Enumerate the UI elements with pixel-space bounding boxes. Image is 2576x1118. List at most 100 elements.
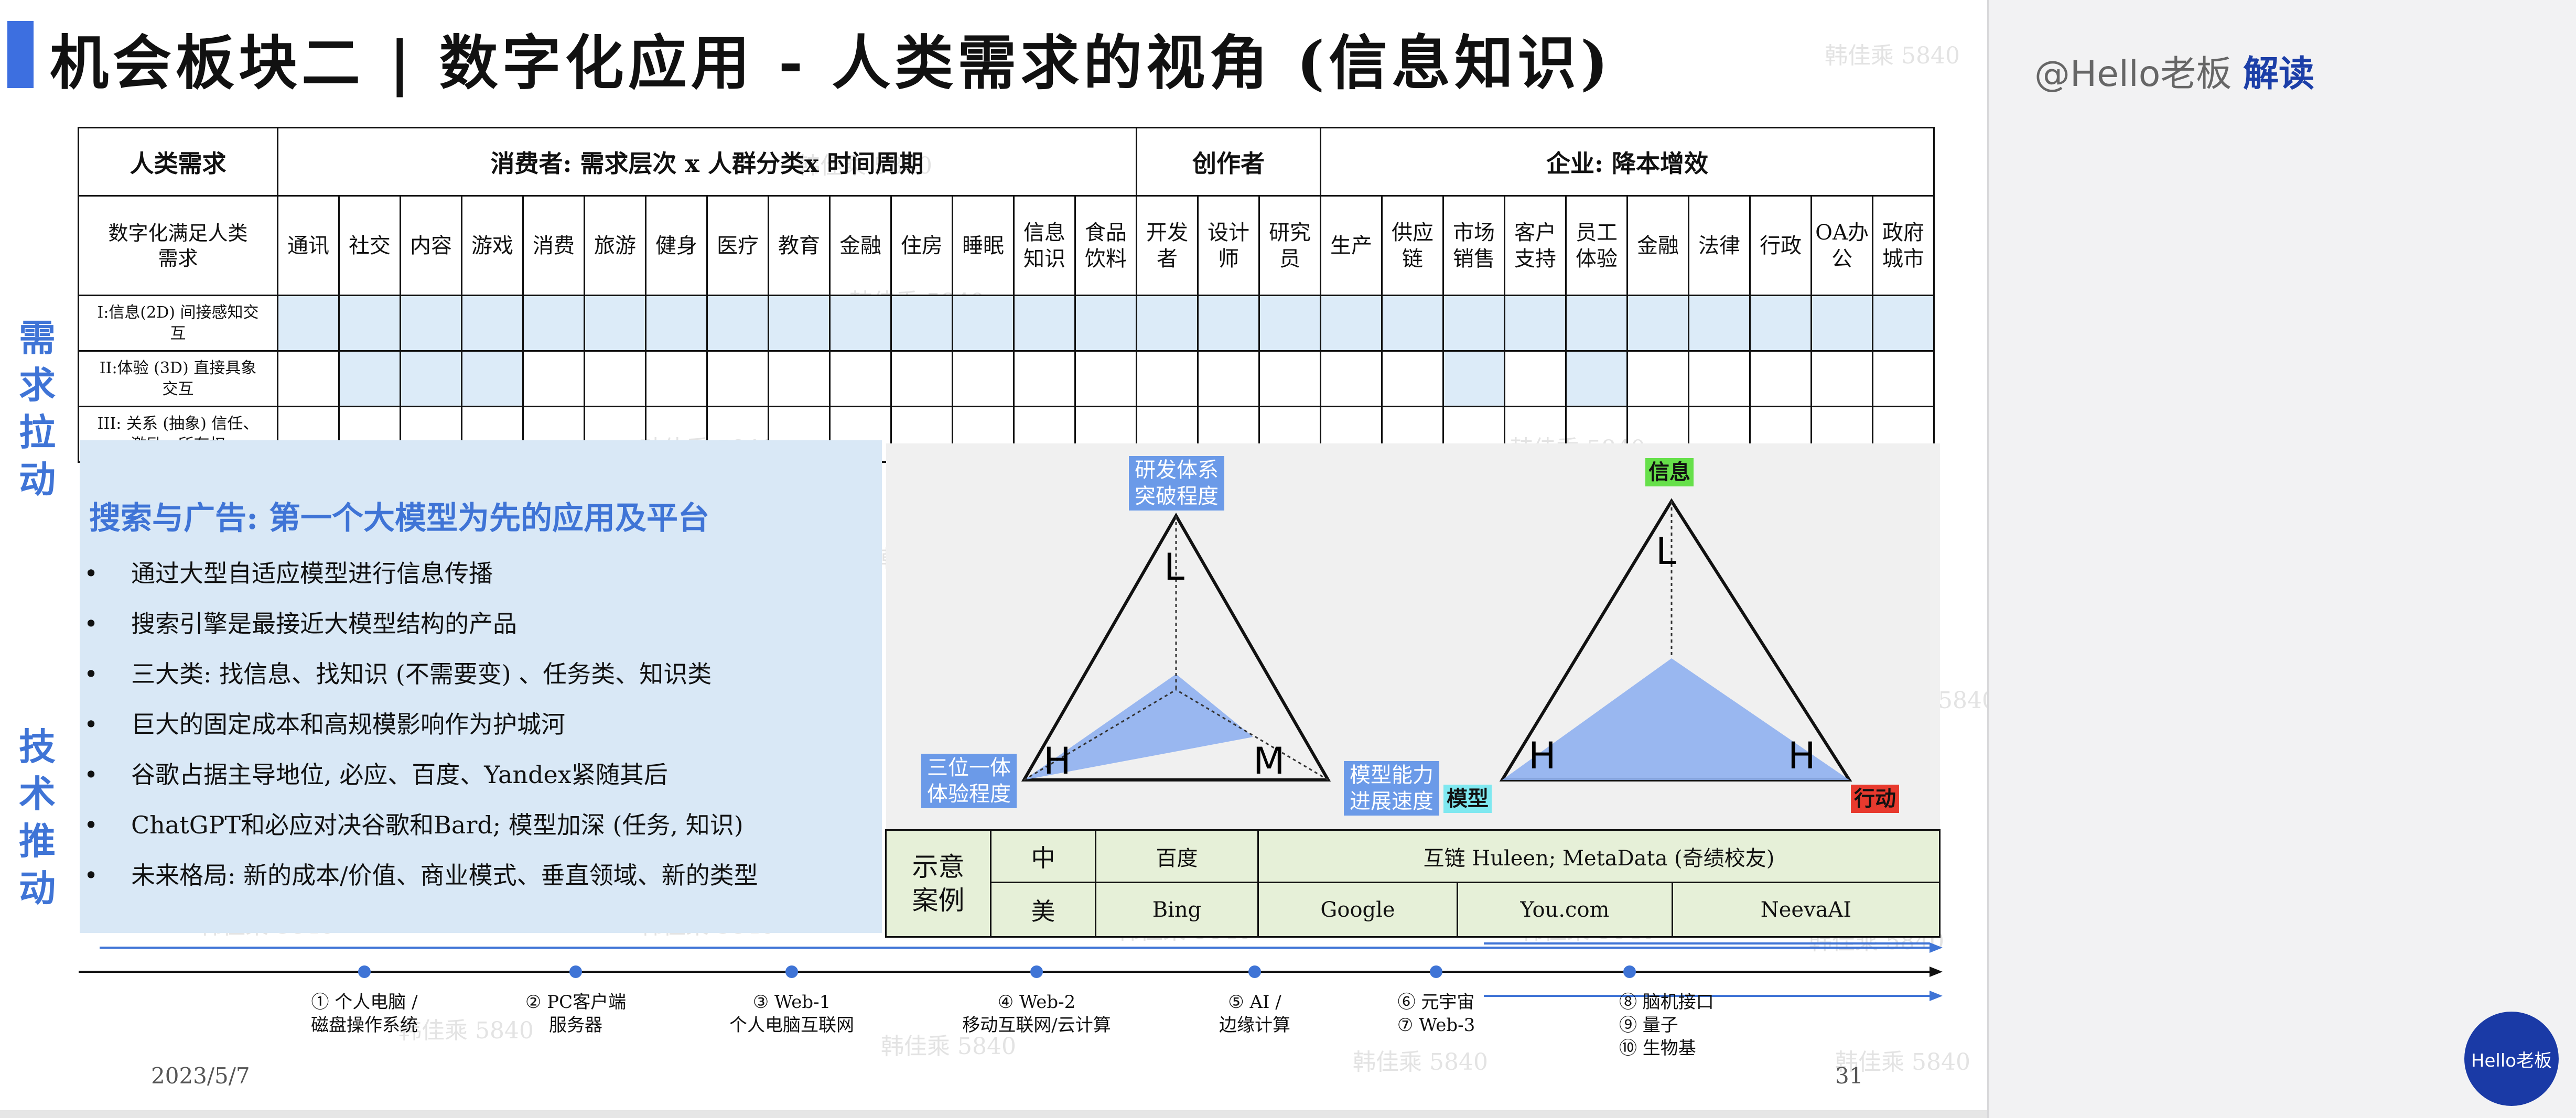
matrix-cell	[1381, 295, 1444, 352]
bullet-text: 通过大型自适应模型进行信息传播	[131, 559, 493, 588]
matrix-cell	[277, 350, 340, 407]
bullet-item: •未来格局: 新的成本/价值、商业模式、垂直领域、新的类型	[84, 861, 758, 889]
matrix-cell	[890, 295, 953, 352]
matrix-cell	[768, 350, 831, 407]
demand-pull-text: 需求拉动	[19, 316, 56, 501]
matrix-cell	[461, 295, 524, 352]
column-header: 法律	[1688, 195, 1751, 296]
interpret-link: 解读	[2243, 53, 2314, 95]
bullet-text: ChatGPT和必应对决谷歌和Bard; 模型加深 (任务, 知识)	[131, 811, 743, 839]
footer-date: 2023/5/7	[151, 1063, 250, 1089]
triangle-diagrams: L H M L H H	[1021, 498, 1852, 783]
example-us-1: Bing	[1095, 882, 1259, 938]
matrix-cell	[1504, 350, 1567, 407]
matrix-cell	[1626, 295, 1689, 352]
matrix-cell	[1749, 350, 1812, 407]
matrix-cell	[1381, 350, 1444, 407]
header-consumer: 消费者: 需求层次 x 人群分类x 时间周期	[277, 127, 1137, 197]
matrix-cell	[1197, 295, 1260, 352]
bullet-text: 三大类: 找信息、找知识 (不需要变) 、任务类、知识类	[131, 660, 712, 688]
matrix-cell	[1013, 350, 1076, 407]
column-header: 客户支持	[1504, 195, 1567, 296]
slide-title: 机会板块二 | 数字化应用 - 人类需求的视角 (信息知识)	[50, 29, 1613, 97]
timeline-dot	[1030, 965, 1043, 978]
column-header: 金融	[1626, 195, 1689, 296]
side-panel	[1987, 0, 2576, 1118]
timeline-dot	[1430, 965, 1442, 978]
needs-matrix-table: 人类需求消费者: 需求层次 x 人群分类x 时间周期创作者企业: 降本增效数字化…	[78, 127, 1935, 463]
matrix-cell	[1810, 295, 1873, 352]
row-label: I:信息(2D) 间接感知交互	[78, 295, 278, 352]
matrix-cell	[1626, 350, 1689, 407]
column-header: 旅游	[584, 195, 646, 296]
right-left-label: 模型	[1443, 785, 1492, 813]
matrix-cell	[1442, 350, 1505, 407]
matrix-cell	[338, 350, 401, 407]
tech-push-text: 技术推动	[19, 725, 56, 910]
column-header: 睡眠	[952, 195, 1015, 296]
timeline-dot	[569, 965, 582, 978]
bullet-text: 搜索引擎是最接近大模型结构的产品	[131, 610, 517, 638]
column-header: 健身	[645, 195, 708, 296]
timeline-dot	[1248, 965, 1261, 978]
row-label: II:体验 (3D) 直接具象交互	[78, 350, 278, 407]
left-vertex-right: M	[1253, 740, 1285, 783]
matrix-cell	[461, 350, 524, 407]
example-us-4: NeevaAI	[1672, 882, 1941, 938]
matrix-cell	[1565, 350, 1628, 407]
examples-label: 示意案例	[885, 829, 991, 938]
header-human-needs: 人类需求	[78, 127, 278, 197]
header-creator: 创作者	[1136, 127, 1321, 197]
column-header: 市场销售	[1442, 195, 1505, 296]
matrix-cell	[706, 295, 769, 352]
right-vertex-right: H	[1788, 734, 1816, 777]
left-left-label: 三位一体体验程度	[921, 754, 1017, 808]
matrix-cell	[1320, 350, 1383, 407]
column-header: 内容	[400, 195, 462, 296]
bullet-text: 未来格局: 新的成本/价值、商业模式、垂直领域、新的类型	[131, 861, 758, 889]
matrix-cell	[829, 350, 892, 407]
timeline	[79, 942, 1943, 1001]
bullet-text: 巨大的固定成本和高规模影响作为护城河	[131, 710, 565, 739]
column-header: 政府城市	[1872, 195, 1935, 296]
matrix-cell	[1810, 350, 1873, 407]
header-digital-needs: 数字化满足人类需求	[78, 195, 278, 296]
watermark: 韩佳乘 5840	[398, 1017, 534, 1044]
timeline-dot	[1623, 965, 1636, 978]
matrix-cell	[1136, 350, 1199, 407]
matrix-cell	[1258, 350, 1321, 407]
column-header: 金融	[829, 195, 892, 296]
header-enterprise: 企业: 降本增效	[1320, 127, 1935, 197]
bullet-item: •巨大的固定成本和高规模影响作为护城河	[84, 710, 565, 739]
left-top-label: 研发体系突破程度	[1129, 456, 1224, 511]
column-header: 消费	[522, 195, 585, 296]
example-cn-2: 互链 Huleen; MetaData (奇绩校友)	[1257, 829, 1941, 883]
column-header: 住房	[890, 195, 953, 296]
column-header: 行政	[1749, 195, 1812, 296]
bullet-item: •搜索引擎是最接近大模型结构的产品	[84, 610, 517, 638]
matrix-cell	[1872, 295, 1935, 352]
region-us: 美	[990, 882, 1096, 938]
column-header: 医疗	[706, 195, 769, 296]
author-handle[interactable]: @Hello老板 解读	[2034, 53, 2314, 95]
column-header: 教育	[768, 195, 831, 296]
watermark: 韩佳乘 5840	[1353, 1049, 1488, 1076]
timeline-label: ① 个人电脑 /磁盘操作系统	[311, 992, 418, 1036]
hello-boss-badge[interactable]: Hello老板	[2464, 1012, 2559, 1106]
examples-table: 示意案例 中 百度 互链 Huleen; MetaData (奇绩校友) 美 B…	[885, 829, 1941, 938]
matrix-cell	[1872, 350, 1935, 407]
left-right-label: 模型能力进展速度	[1344, 761, 1439, 816]
demand-pull-label: 需求拉动	[14, 314, 61, 503]
bullet-item: •谷歌占据主导地位, 必应、百度、Yandex紧随其后	[84, 761, 668, 789]
example-cn-1: 百度	[1095, 829, 1259, 883]
timeline-dot	[785, 965, 798, 978]
column-header: 供应链	[1381, 195, 1444, 296]
timeline-label: ⑤ AI /边缘计算	[1219, 992, 1290, 1036]
matrix-cell	[522, 295, 585, 352]
column-header: 信息知识	[1013, 195, 1076, 296]
matrix-cell	[1074, 295, 1137, 352]
